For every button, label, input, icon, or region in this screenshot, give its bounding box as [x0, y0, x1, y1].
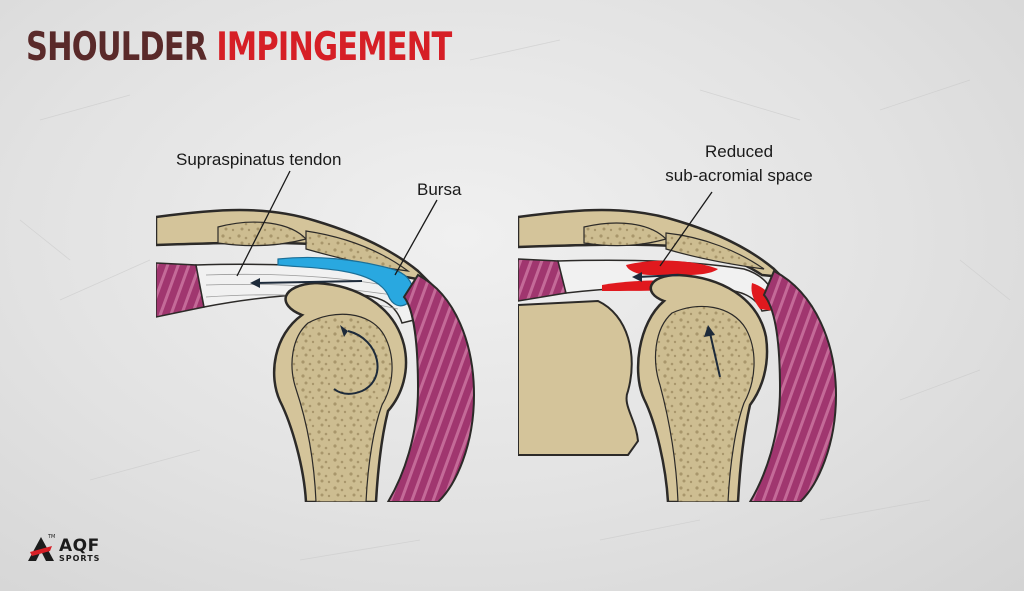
label-subacromial-space: sub-acromial space — [665, 166, 813, 185]
deltoid-muscle — [748, 269, 838, 502]
label-bursa: Bursa — [417, 180, 462, 199]
scapula-bone — [518, 299, 640, 456]
label-supraspinatus-tendon: Supraspinatus tendon — [176, 150, 342, 169]
logo-brand: AQF — [59, 536, 100, 556]
title-word-shoulder: SHOULDER — [26, 25, 207, 70]
impinged-shoulder-illustration — [518, 205, 844, 502]
bursa — [277, 256, 414, 307]
logo-mark-icon — [28, 537, 54, 561]
normal-shoulder-illustration — [156, 205, 482, 502]
aqf-sports-logo: TM AQF SPORTS — [26, 534, 126, 568]
label-reduced: Reduced — [704, 142, 774, 161]
inflamed-bursa — [626, 260, 718, 276]
logo-trademark: TM — [48, 534, 56, 540]
deltoid-muscle — [386, 273, 476, 502]
title-word-impingement: IMPINGEMENT — [216, 25, 452, 70]
logo-sub: SPORTS — [59, 554, 101, 563]
page-title: SHOULDER IMPINGEMENT — [26, 25, 452, 70]
